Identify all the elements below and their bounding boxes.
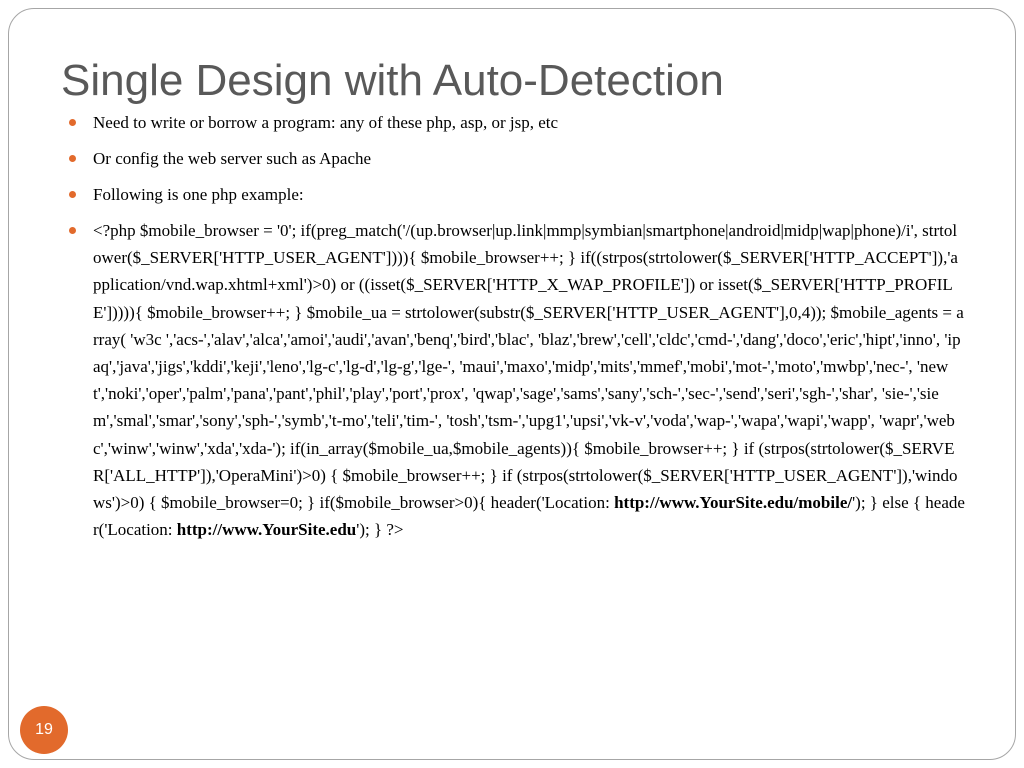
main-site-url: http://www.YourSite.edu bbox=[176, 520, 357, 540]
bullet-list: Need to write or borrow a program: any o… bbox=[69, 109, 965, 543]
bullet-item: Need to write or borrow a program: any o… bbox=[69, 109, 965, 136]
bullet-dot-icon bbox=[69, 119, 76, 126]
code-text-part-2: '); } else { header('Location: bbox=[93, 493, 965, 540]
bullet-item: Or config the web server such as Apache bbox=[69, 145, 965, 172]
code-bullet: <?php $mobile_browser = '0'; if(preg_mat… bbox=[69, 217, 965, 543]
bullet-dot-icon bbox=[69, 227, 76, 234]
mobile-site-url: http://www.YourSite.edu/mobile/ bbox=[614, 493, 853, 513]
bullet-dot-icon bbox=[69, 191, 76, 198]
bullet-text: Following is one php example: bbox=[93, 185, 304, 204]
code-text-part-3: '); } ?> bbox=[356, 520, 404, 540]
slide-title: Single Design with Auto-Detection bbox=[61, 56, 724, 105]
slide: Single Design with Auto-Detection Need t… bbox=[8, 8, 1016, 760]
slide-number-badge: 19 bbox=[20, 706, 68, 754]
bullet-dot-icon bbox=[69, 155, 76, 162]
bullet-text: Need to write or borrow a program: any o… bbox=[93, 113, 559, 132]
bullet-text: Or config the web server such as Apache bbox=[93, 149, 372, 168]
bullet-item: Following is one php example: bbox=[69, 181, 965, 208]
code-text-part-1: <?php $mobile_browser = '0'; if(preg_mat… bbox=[93, 221, 964, 513]
